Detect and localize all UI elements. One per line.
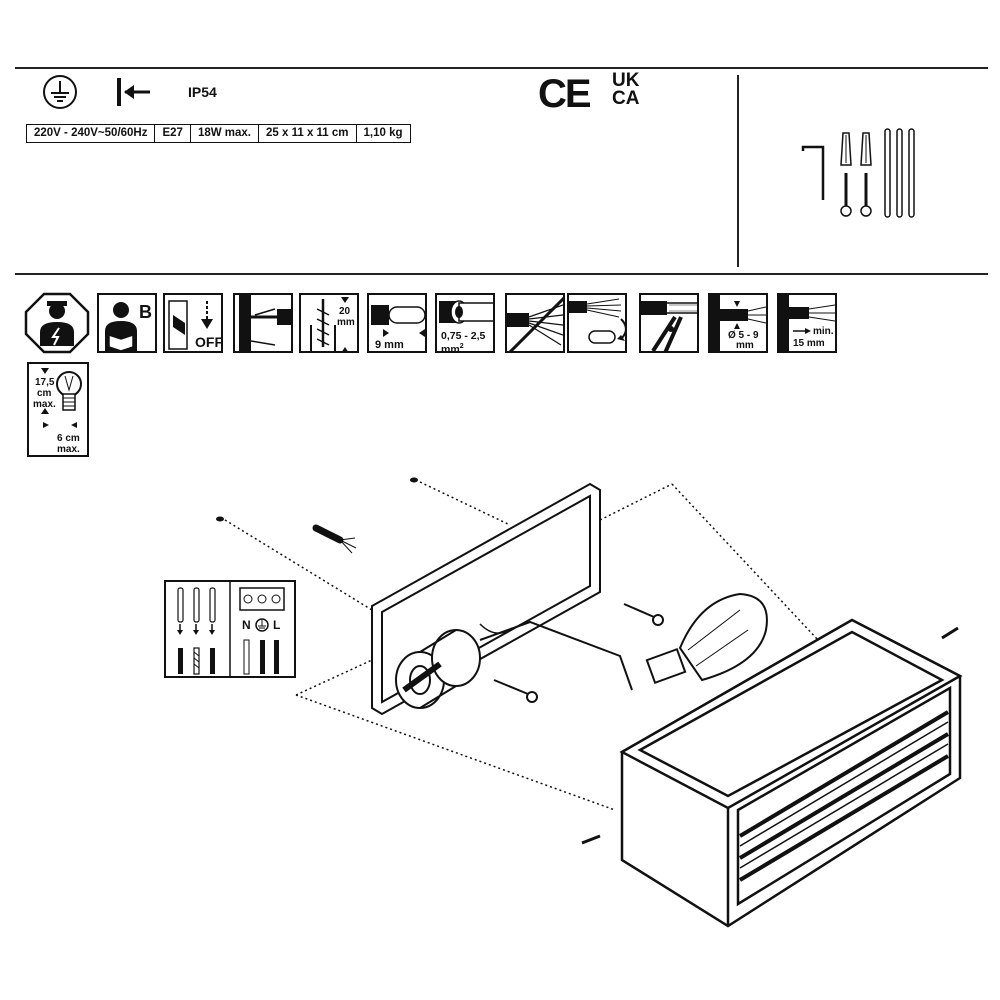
- top-rule: [15, 67, 988, 69]
- supply-cable: [479, 620, 633, 691]
- wall-mount-direction-icon: [117, 78, 150, 106]
- spec-dimensions: 25 x 11 x 11 cm: [259, 125, 357, 142]
- spec-voltage: 220V - 240V~50/60Hz: [27, 125, 156, 142]
- screw-icon: [581, 626, 959, 845]
- bulb-size-icon: 17,5 cm max. 6 cm max.: [27, 362, 89, 457]
- ukca-bottom: CA: [612, 88, 640, 109]
- screwdriver-icon: [312, 524, 357, 554]
- bulb-height-unit: cm: [37, 388, 52, 399]
- stripped-wire-icon: [177, 587, 216, 675]
- spec-socket: E27: [155, 125, 191, 142]
- bulb-height-max: max.: [33, 399, 56, 410]
- hex-key-icon: [801, 145, 825, 200]
- middle-rule: [15, 273, 988, 275]
- bulb-width-max: max.: [57, 444, 80, 455]
- wall-plug-icon: [840, 132, 872, 166]
- terminal-neutral-label: N: [242, 618, 251, 632]
- min-length-value: 15 mm: [793, 338, 825, 349]
- wiring-detail: [164, 580, 296, 678]
- spec-wattage: 18W max.: [191, 125, 260, 142]
- electrician-icon: [24, 292, 90, 354]
- ce-mark: CE: [538, 72, 592, 116]
- earth-ground-icon: [43, 75, 77, 109]
- spec-table: 220V - 240V~50/60Hz E27 18W max. 25 x 11…: [26, 124, 411, 143]
- strip-length-value: 9 mm: [375, 339, 404, 351]
- screw-head-icon: [216, 516, 224, 522]
- off-label: OFF: [195, 334, 223, 350]
- cable-section-icon: 0,75 - 2,5 mm2: [435, 293, 495, 353]
- read-manual-icon: B: [97, 293, 157, 353]
- bulb-width-value: 6 cm: [57, 433, 80, 444]
- bulb-height-value: 17,5: [35, 377, 55, 388]
- terminal-block-icon: [239, 587, 285, 675]
- min-length-label: min.: [813, 326, 834, 337]
- edison-bulb: [645, 592, 768, 685]
- lamp-socket: [395, 629, 481, 709]
- hardware-kit: [801, 128, 915, 218]
- cable-diameter-icon: Ø 5 - 9 mm: [708, 293, 768, 353]
- spec-weight: 1,10 kg: [363, 127, 403, 139]
- reader-badge: B: [139, 302, 152, 322]
- cut-cable-icon: [639, 293, 699, 353]
- ukca-mark: UK CA: [612, 70, 652, 109]
- screw-head-icon: [410, 477, 418, 483]
- ukca-top: UK: [612, 70, 640, 91]
- rotate-arrow: [479, 623, 513, 634]
- cable-section-unit: mm2: [441, 343, 464, 353]
- drill-depth-value: 20: [339, 306, 351, 317]
- cable-section-value: 0,75 - 2,5: [441, 330, 486, 342]
- twist-strands-icon: [567, 293, 627, 353]
- drill-depth-unit: mm: [337, 317, 355, 328]
- drill-wall-icon: [233, 293, 293, 353]
- power-off-icon: OFF: [163, 293, 223, 353]
- no-loose-strands-icon: [505, 293, 565, 353]
- assembly-diagram: [216, 477, 963, 928]
- cable-diameter-value: Ø 5 - 9: [728, 330, 759, 341]
- min-length-icon: min. 15 mm: [777, 293, 837, 353]
- lamp-housing: [619, 618, 963, 928]
- screw-icon: [840, 173, 872, 217]
- terminal-live-label: L: [273, 618, 281, 632]
- header-divider: [737, 75, 739, 267]
- ip-rating: IP54: [188, 84, 217, 100]
- strip-length-icon: 9 mm: [367, 293, 427, 353]
- rod-icon: [884, 128, 915, 218]
- cable-diameter-unit: mm: [736, 340, 754, 351]
- drill-depth-icon: 20 mm: [299, 293, 359, 353]
- screw-icon: [493, 603, 664, 703]
